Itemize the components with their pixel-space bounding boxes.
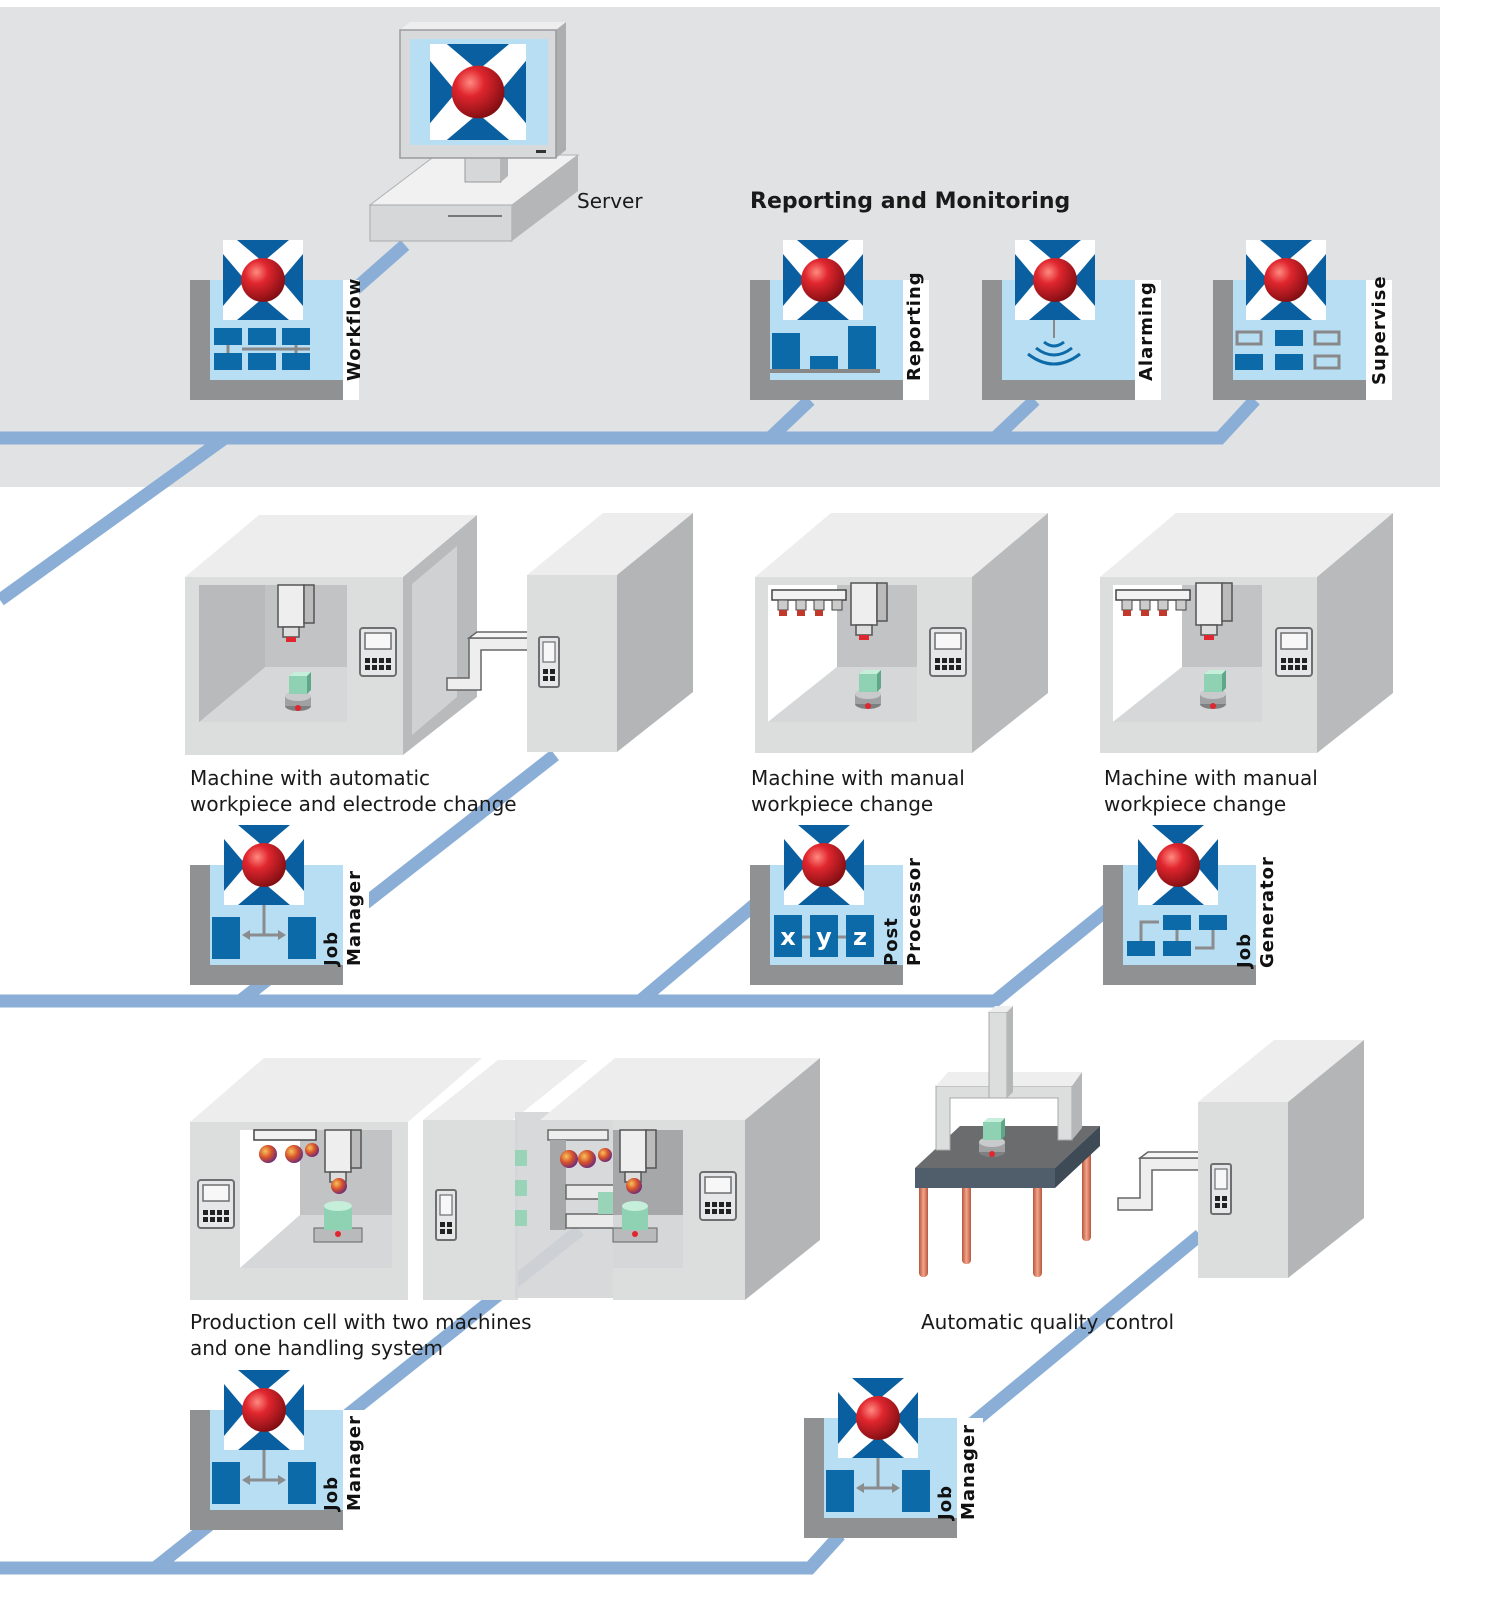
job-generator-title-line1: Job bbox=[1234, 933, 1255, 968]
job-manager-module-3 bbox=[804, 1378, 983, 1538]
machine-manual-1-label-line2: workpiece change bbox=[751, 792, 934, 816]
machine-manual-2-label-line1: Machine with manual bbox=[1104, 766, 1318, 790]
production-cell-label-line2: and one handling system bbox=[190, 1336, 444, 1360]
workflow-title: Workflow bbox=[344, 277, 365, 381]
alarming-module bbox=[982, 240, 1161, 400]
reporting-module bbox=[750, 240, 929, 400]
reporting-title: Reporting bbox=[904, 271, 925, 381]
job-generator-module bbox=[1103, 825, 1282, 985]
supervise-module bbox=[1213, 240, 1392, 400]
top-band bbox=[0, 7, 1440, 487]
job-manager-module-1 bbox=[190, 825, 369, 985]
axis-z: z bbox=[853, 923, 867, 951]
job-manager-3-title-line2: Manager bbox=[958, 1424, 979, 1520]
job-manager-2-title-line2: Manager bbox=[344, 1415, 365, 1511]
production-cell bbox=[190, 1058, 820, 1300]
post-processor-module: x y z bbox=[750, 825, 929, 985]
job-generator-title-line2: Generator bbox=[1257, 856, 1278, 968]
post-processor-title-line2: Processor bbox=[904, 857, 925, 966]
machine-auto bbox=[185, 513, 693, 755]
server-computer bbox=[368, 22, 580, 242]
post-processor-title-line1: Post bbox=[881, 917, 902, 966]
machine-manual-2-label-line2: workpiece change bbox=[1104, 792, 1287, 816]
reporting-monitoring-heading: Reporting and Monitoring bbox=[750, 189, 1071, 214]
coordinate-measuring-machine bbox=[915, 1006, 1364, 1278]
network-line bbox=[0, 240, 1260, 1575]
job-manager-3-title-line1: Job bbox=[935, 1485, 956, 1520]
machine-auto-label-line2: workpiece and electrode change bbox=[190, 792, 517, 816]
machine-manual-1 bbox=[755, 513, 1048, 753]
axis-x: x bbox=[780, 923, 796, 951]
job-manager-1-title-line1: Job bbox=[321, 931, 342, 966]
quality-control-label: Automatic quality control bbox=[921, 1310, 1175, 1334]
alarming-title: Alarming bbox=[1136, 281, 1157, 381]
workflow-module bbox=[190, 240, 359, 400]
machine-manual-2 bbox=[1100, 513, 1393, 753]
machine-manual-1-label-line1: Machine with manual bbox=[751, 766, 965, 790]
server-label: Server bbox=[577, 189, 643, 213]
job-manager-1-title-line2: Manager bbox=[344, 870, 365, 966]
supervise-title: Supervise bbox=[1369, 275, 1390, 385]
job-manager-module-2 bbox=[190, 1370, 369, 1530]
machine-auto-label-line1: Machine with automatic bbox=[190, 766, 431, 790]
axis-y: y bbox=[816, 923, 832, 951]
job-manager-2-title-line1: Job bbox=[321, 1476, 342, 1511]
production-cell-label-line1: Production cell with two machines bbox=[190, 1310, 532, 1334]
